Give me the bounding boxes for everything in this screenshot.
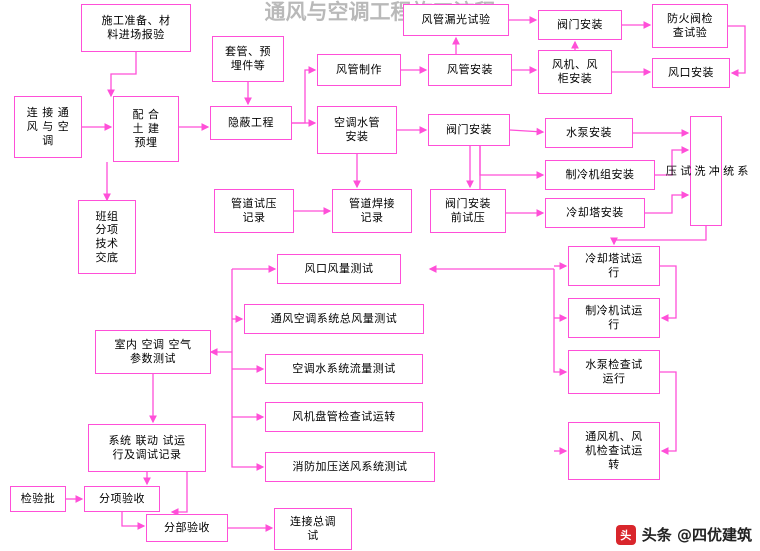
watermark-logo: 头: [615, 524, 636, 545]
flow-node-n34: 检验批: [10, 486, 66, 512]
flow-node-n11: 配 合 土 建 预埋: [113, 96, 179, 162]
flow-node-n26: 制冷机试运 行: [568, 298, 660, 338]
flow-node-n3: 阀门安装: [538, 10, 622, 40]
flow-node-n13: 空调水管 安装: [317, 106, 397, 154]
flow-node-n29: 水泵检查试 运行: [568, 350, 660, 394]
flow-node-n23: 风口风量测试: [277, 254, 401, 284]
flow-node-n35: 分项验收: [84, 486, 160, 512]
flow-node-n31: 系统 联动 试运 行及调试记录: [88, 424, 206, 472]
flow-node-n20: 管道试压 记录: [214, 189, 294, 233]
flow-node-n22: 阀门安装 前试压: [430, 189, 506, 233]
flow-node-n32: 通风机、风 机检查试运 转: [568, 422, 660, 480]
flow-node-n15: 水泵安装: [545, 118, 633, 148]
flow-node-n24: 冷却塔试运 行: [568, 246, 660, 286]
watermark: 头 头条 @四优建筑: [615, 524, 752, 545]
flow-node-n4: 防火阀检 查试验: [652, 4, 728, 48]
flow-node-n1: 施工准备、材 料进场报验: [81, 4, 191, 52]
flow-node-n2: 风管漏光试验: [403, 4, 509, 36]
flow-node-n5: 套管、预 埋件等: [212, 36, 284, 82]
flow-node-n21: 管道焊接 记录: [332, 189, 412, 233]
flow-node-n16: 系 统 冲 洗 试 压: [664, 116, 749, 226]
flow-node-n33: 消防加压送风系统测试: [265, 452, 435, 482]
flow-node-n18: 冷却塔安装: [545, 198, 645, 228]
watermark-text: 头条 @四优建筑: [641, 526, 752, 544]
flow-node-n6: 风管制作: [317, 54, 401, 86]
flow-node-n27: 室内 空调 空气 参数测试: [95, 330, 211, 374]
flow-node-n17: 制冷机组安装: [545, 160, 655, 190]
flow-node-n7: 风管安装: [428, 54, 512, 86]
flow-node-n36: 分部验收: [146, 514, 228, 542]
flow-node-n14: 阀门安装: [428, 114, 510, 146]
flow-node-n37: 连接总调 试: [274, 508, 352, 550]
flow-node-n19: 班组 分项 技术 交底: [78, 200, 136, 274]
flow-node-n30: 风机盘管检查试运转: [265, 402, 423, 432]
flow-node-n10: 连 接 通 风 与 空 调: [14, 96, 82, 158]
flow-node-n25: 通风空调系统总风量测试: [244, 304, 424, 334]
flow-node-n9: 风口安装: [652, 58, 730, 88]
flow-node-n12: 隐蔽工程: [210, 106, 292, 140]
flow-node-n28: 空调水系统流量测试: [265, 354, 423, 384]
flow-node-n8: 风机、风 柜安装: [538, 50, 612, 94]
